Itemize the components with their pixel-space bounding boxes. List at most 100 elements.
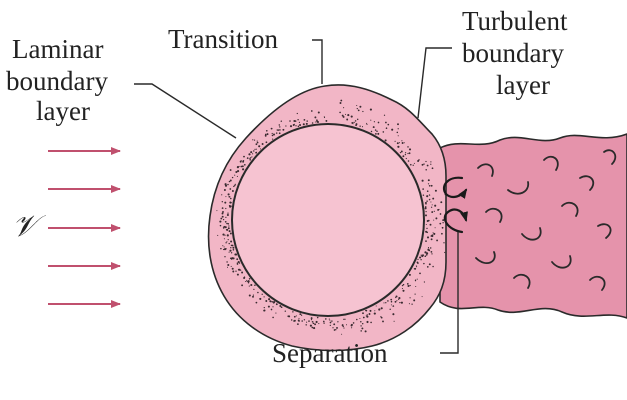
stipple-dot (399, 301, 401, 304)
separation-vortices (442, 176, 468, 234)
stipple-dot (232, 249, 235, 251)
stipple-dot (396, 131, 399, 134)
turbulent-label-line-3: layer (496, 70, 550, 100)
stipple-dot (424, 255, 427, 258)
stipple-dot (234, 184, 236, 187)
stipple-dot (433, 232, 436, 235)
stipple-dot (343, 107, 345, 109)
stipple-dot (444, 251, 446, 254)
stipple-dot (377, 121, 380, 124)
stipple-dot (359, 317, 361, 320)
stipple-dot (314, 116, 317, 119)
stipple-dot (229, 201, 232, 204)
stipple-dot (247, 280, 250, 283)
stipple-dot (280, 306, 283, 309)
stipple-dot (229, 188, 232, 190)
stipple-dot (427, 183, 430, 185)
stipple-dot (264, 133, 267, 136)
stipple-dot (420, 254, 422, 256)
stipple-dot (404, 152, 407, 154)
wake-eddies (475, 149, 617, 291)
stipple-dot (250, 151, 253, 154)
stipple-dot (389, 308, 391, 311)
stipple-dot (295, 315, 297, 317)
stipple-dot (252, 295, 254, 298)
stipple-dot (249, 158, 252, 161)
stipple-dot (299, 313, 302, 316)
stipple-dot (408, 152, 411, 155)
stipple-dot (306, 120, 308, 122)
stipple-dot (333, 329, 336, 331)
stipple-dot (236, 263, 239, 265)
stipple-dot (359, 105, 362, 108)
stipple-dot (265, 300, 268, 302)
stipple-dot (402, 283, 405, 286)
stipple-dot (378, 308, 381, 311)
stipple-dot (430, 251, 433, 253)
stipple-dot (439, 213, 442, 215)
stipple-dot (357, 109, 360, 112)
stipple-dot (306, 321, 308, 323)
stipple-dot (266, 133, 269, 136)
boundary-layer-stipple (216, 99, 446, 335)
stipple-dot (360, 330, 362, 332)
stipple-dot (255, 143, 258, 146)
stipple-dot (439, 222, 442, 225)
stipple-dot (399, 151, 402, 154)
stipple-dot (222, 249, 225, 251)
stipple-dot (240, 165, 243, 168)
stipple-dot (417, 262, 419, 264)
stipple-dot (340, 99, 343, 102)
stipple-dot (351, 121, 354, 124)
stipple-dot (261, 293, 263, 295)
stipple-dot (361, 322, 364, 325)
stipple-dot (361, 327, 364, 330)
stipple-dot (329, 324, 331, 327)
stipple-dot (359, 125, 361, 127)
stipple-dot (264, 134, 267, 137)
stipple-dot (428, 194, 431, 196)
stipple-dot (352, 322, 355, 324)
stipple-dot (257, 291, 259, 294)
stipple-dot (297, 119, 299, 121)
stipple-dot (387, 123, 390, 126)
stipple-dot (423, 281, 426, 283)
stipple-dot (422, 194, 425, 196)
stipple-dot (225, 216, 227, 219)
stipple-dot (398, 297, 401, 300)
stipple-dot (249, 157, 251, 160)
stipple-dot (421, 179, 424, 182)
stipple-dot (290, 319, 293, 321)
stipple-dot (407, 146, 409, 148)
stipple-dot (341, 324, 344, 327)
stipple-dot (424, 206, 427, 208)
stipple-dot (430, 161, 432, 163)
stipple-dot (322, 320, 325, 323)
stipple-dot (329, 321, 332, 324)
stipple-dot (342, 325, 344, 328)
stipple-dot (228, 195, 231, 198)
stipple-dot (442, 219, 445, 222)
stipple-dot (335, 329, 337, 331)
stipple-dot (227, 227, 230, 230)
stipple-dot (231, 176, 234, 179)
stipple-dot (440, 201, 443, 204)
stipple-dot (390, 298, 393, 301)
stipple-dot (424, 201, 427, 205)
stipple-dot (263, 309, 266, 312)
stipple-dot (229, 257, 232, 260)
stipple-dot (405, 157, 407, 160)
stipple-dot (223, 189, 226, 191)
stipple-dot (222, 245, 224, 247)
stipple-dot (332, 327, 334, 329)
stipple-dot (223, 246, 225, 248)
stipple-dot (356, 118, 359, 121)
lower-curl-icon (443, 208, 468, 234)
stipple-dot (430, 201, 432, 203)
stipple-dot (310, 317, 313, 320)
stipple-dot (372, 126, 375, 129)
stipple-dot (275, 312, 277, 314)
stipple-dot (368, 313, 371, 315)
stipple-dot (305, 122, 308, 125)
